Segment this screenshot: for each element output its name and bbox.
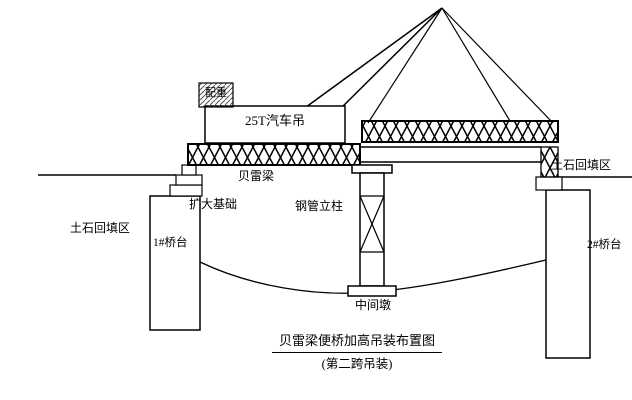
sling-cable-left — [367, 7, 443, 124]
backfill-left-label: 土石回填区 — [70, 221, 131, 235]
steel-pipe-column-label: 钢管立柱 — [295, 199, 344, 213]
sling-cable-middle — [441, 7, 511, 122]
pier-base — [347, 285, 397, 297]
abutment-1-label: 1#桥台 — [153, 237, 188, 249]
foundation-step-upper — [181, 164, 197, 176]
diagram-subtitle: (第二跨吊装) — [321, 357, 393, 371]
diagram-title: 贝雷梁便桥加高吊装布置图 — [272, 333, 442, 353]
foundation-step-lower — [169, 184, 203, 197]
crane-label: 25T汽车吊 — [245, 113, 305, 128]
foundation-step-middle — [175, 174, 203, 186]
bailey-truss-installed — [187, 143, 361, 166]
middle-pier-label: 中间墩 — [355, 298, 392, 312]
abutment-2-label: 2#桥台 — [587, 239, 622, 251]
abutment-1-body — [149, 195, 201, 331]
crane-body — [204, 105, 346, 144]
bailey-truss-hoisted — [361, 120, 559, 143]
spread-foundation-label: 扩大基础 — [189, 197, 238, 211]
abutment-2-step — [535, 176, 563, 191]
crane-boom — [300, 7, 443, 122]
abutment-2-body — [545, 189, 591, 359]
bailey-beam-label: 贝雷梁 — [238, 169, 275, 183]
counterweight-label: 配重 — [205, 87, 227, 99]
pier-cap — [351, 164, 393, 174]
sling-cable-right — [441, 7, 554, 124]
backfill-right-label: 土石回填区 — [551, 158, 612, 172]
counterweight-block — [198, 82, 234, 108]
pier-brace-diagonal-2 — [359, 195, 385, 253]
pier-column — [359, 172, 385, 287]
